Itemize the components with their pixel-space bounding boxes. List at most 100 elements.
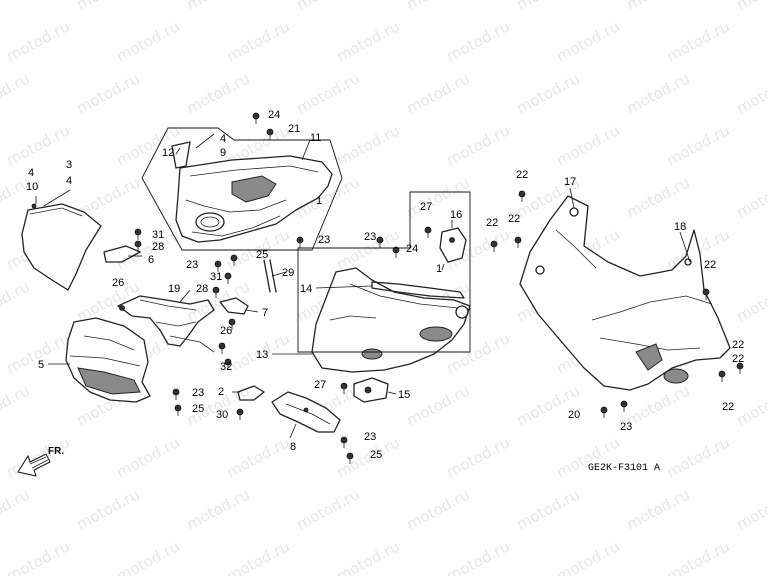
watermark-text: motod.ru	[0, 485, 33, 533]
watermark-text: motod.ru	[553, 433, 622, 481]
callout-24b: 24	[406, 243, 418, 255]
watermark-text: motod.ru	[403, 381, 472, 429]
watermark-text: motod.ru	[3, 537, 72, 576]
watermark-text: motod.ru	[183, 69, 252, 117]
watermark-text: motod.ru	[3, 121, 72, 169]
callout-7: 7	[262, 307, 268, 319]
bolt-icon	[224, 272, 232, 280]
watermark-text: motod.ru	[113, 537, 182, 576]
watermark-text: motod.ru	[513, 381, 582, 429]
front-arrow-label: FR.	[48, 446, 64, 457]
callout-25a: 25	[256, 249, 268, 261]
watermark-text: motod.ru	[183, 0, 252, 14]
callout-22g: 22	[722, 401, 734, 413]
bolt-icon	[252, 112, 260, 120]
callout-9: 9	[220, 147, 226, 159]
callout-31b: 31	[210, 271, 222, 283]
bolt-icon	[424, 226, 432, 234]
watermark-text: motod.ru	[73, 69, 142, 117]
watermark-text: motod.ru	[0, 69, 33, 117]
bolt-icon	[340, 436, 348, 444]
callout-23a: 23	[318, 234, 330, 246]
part-lower-front-cowl	[65, 317, 151, 403]
watermark-text: motod.ru	[663, 17, 732, 65]
watermark-text: motod.ru	[3, 17, 72, 65]
bolt-icon	[236, 408, 244, 416]
watermark-text: motod.ru	[403, 485, 472, 533]
watermark-text: motod.ru	[663, 537, 732, 576]
watermark-text: motod.ru	[0, 0, 33, 14]
bolt-icon	[620, 400, 628, 408]
bolt-icon	[518, 190, 526, 198]
watermark-text: motod.ru	[553, 121, 622, 169]
watermark-text: motod.ru	[623, 69, 692, 117]
watermark-text: motod.ru	[113, 17, 182, 65]
watermark-text: motod.ru	[663, 121, 732, 169]
watermark-text: motod.ru	[733, 0, 768, 14]
callout-13: 13	[256, 349, 268, 361]
bolt-icon	[718, 370, 726, 378]
callout-22d: 22	[704, 259, 716, 271]
bolt-icon	[490, 240, 498, 248]
callout-25b: 25	[192, 403, 204, 415]
callout-20: 20	[568, 409, 580, 421]
watermark-text: motod.ru	[0, 381, 33, 429]
part-rod-29	[263, 259, 277, 293]
callout-31a: 31	[152, 229, 164, 241]
watermark-text: motod.ru	[293, 485, 362, 533]
callout-10: 10	[26, 181, 38, 193]
watermark-text: motod.ru	[333, 17, 402, 65]
bolt-icon	[174, 404, 182, 412]
group-box-meter	[141, 127, 343, 251]
callout-21: 21	[288, 123, 300, 135]
watermark-text: motod.ru	[733, 69, 768, 117]
watermark-text: motod.ru	[223, 537, 292, 576]
watermark-text: motod.ru	[183, 485, 252, 533]
part-meter-panel	[175, 155, 333, 243]
callout-18: 18	[674, 221, 686, 233]
bolt-icon	[212, 286, 220, 294]
bolt-icon	[296, 236, 304, 244]
bolt-icon	[376, 236, 384, 244]
part-trim-strip	[371, 281, 465, 299]
callout-23f: 23	[620, 421, 632, 433]
part-bracket-15	[353, 377, 389, 403]
part-cowl-stay	[117, 295, 215, 353]
bolt-icon	[340, 382, 348, 390]
watermark-text: motod.ru	[553, 17, 622, 65]
watermark-text: motod.ru	[293, 0, 362, 14]
group-box-middle-cowl	[297, 191, 471, 353]
leader-lines	[35, 133, 691, 439]
watermark-text: motod.ru	[73, 0, 142, 14]
front-direction-arrow: FR.	[17, 446, 64, 477]
callout-15: 15	[398, 389, 410, 401]
callout-labels: 1 1 2 3 4 4 4 5 6 7 8 9 10 11 12 13 14 1…	[26, 109, 744, 461]
watermark-text: motod.ru	[73, 277, 142, 325]
callout-28b: 28	[196, 283, 208, 295]
callout-22c: 22	[508, 213, 520, 225]
callout-1b: 1	[436, 263, 442, 275]
bolt-icon	[172, 388, 180, 396]
callout-22b: 22	[486, 217, 498, 229]
part-under-cover	[271, 391, 341, 433]
callout-11: 11	[310, 132, 321, 144]
watermark-text: motod.ru	[443, 537, 512, 576]
watermark-text: motod.ru	[623, 0, 692, 14]
watermark-text: motod.ru	[223, 17, 292, 65]
callout-6: 6	[148, 254, 154, 266]
callout-23d: 23	[192, 387, 204, 399]
callout-25c: 25	[370, 449, 382, 461]
callout-22a: 22	[516, 169, 528, 181]
part-middle-cowl	[311, 267, 471, 373]
bolt-icon	[266, 128, 274, 136]
watermark-text: motod.ru	[293, 69, 362, 117]
callout-30: 30	[216, 409, 228, 421]
watermark-text: motod.ru	[0, 277, 33, 325]
watermark-text: motod.ru	[623, 173, 692, 221]
watermark-text: motod.ru	[553, 537, 622, 576]
bolt-icon	[600, 406, 608, 414]
watermark-text: motod.ru	[403, 0, 472, 14]
callout-29: 29	[282, 267, 294, 279]
watermark-text: motod.ru	[403, 69, 472, 117]
watermark-text: motod.ru	[443, 433, 512, 481]
